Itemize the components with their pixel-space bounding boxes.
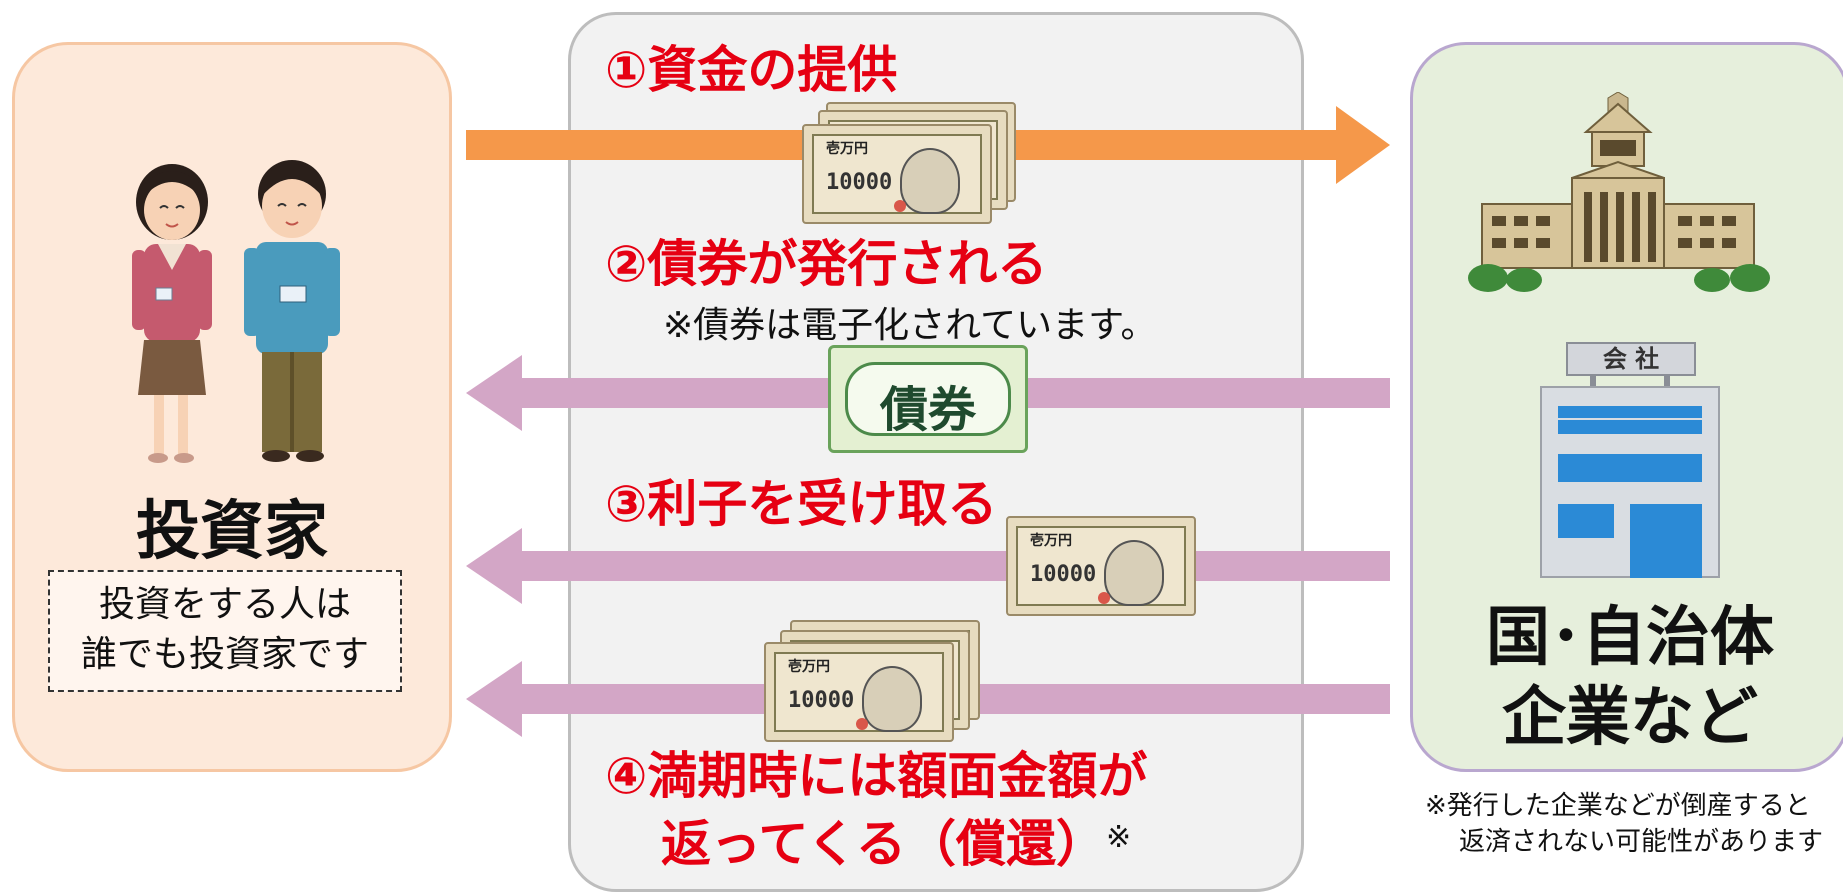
step3-label: ③利子を受け取る [605,475,998,533]
step1-label: ①資金の提供 [605,41,898,99]
bill-label: 壱万円 [788,659,830,675]
step4-line2-wrap: 返ってくる（償還）※ [605,810,1147,878]
issuer-title-line2: 企業など [1502,681,1758,755]
bill-stack-front-step4: 壱万円 10000 [764,642,954,742]
investor-note-line1: 投資をする人は [98,584,351,625]
step2-note: ※債券は電子化されています。 [663,305,1157,346]
portrait-icon [900,148,960,214]
bill-stack-front-step1: 壱万円 10000 [802,124,992,224]
man-icon [244,160,340,462]
seal-icon [1098,592,1110,604]
government-building-icon [1468,92,1770,292]
company-building-icon: 会 社 [1540,342,1720,578]
bond-label: 債券 [879,382,976,438]
step2-label: ②債券が発行される [605,235,1048,293]
investor-note-line2: 誰でも投資家です [80,634,369,675]
step4-line1: ④満期時には額面金額が [605,747,1148,805]
bill-number: 10000 [1030,562,1097,587]
investor-note: 投資をする人は 誰でも投資家です [48,570,402,692]
step4-footnote-mark: ※ [1106,820,1132,855]
portrait-icon [862,666,922,732]
seal-icon [856,718,868,730]
investor-title: 投資家 [136,495,328,569]
company-sign: 会 社 [1566,342,1696,376]
bill-number: 10000 [788,688,855,713]
bill-interest: 壱万円 10000 [1006,516,1196,616]
bill-label: 壱万円 [826,141,868,157]
step4-line2: 返ってくる（償還） [661,815,1106,873]
issuer-risk-note: ※発行した企業などが倒産すると 返済されない可能性があります [1425,788,1843,860]
issuer-note-line2: 返済されない可能性があります [1459,827,1824,857]
bill-label: 壱万円 [1030,533,1072,549]
woman-icon [132,164,212,463]
bill-number: 10000 [826,170,893,195]
arrow-interest [466,528,1390,604]
issuer-title-line1: 国･自治体 [1486,601,1774,675]
step4-label: ④満期時には額面金額が 返ってくる（償還）※ [605,742,1147,878]
portrait-icon [1104,540,1164,606]
issuer-title: 国･自治体 企業など [1410,598,1843,758]
seal-icon [894,200,906,212]
bond-certificate: 債券 [828,345,1028,453]
issuer-note-line1: ※発行した企業などが倒産すると [1425,791,1811,821]
investor-people-illustration [132,160,340,463]
